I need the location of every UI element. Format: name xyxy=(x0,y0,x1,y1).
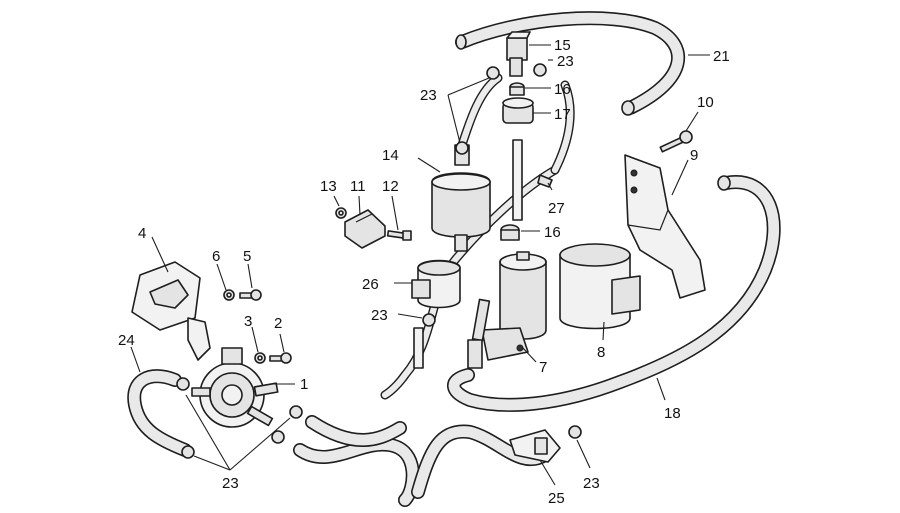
part-3-washer xyxy=(254,352,266,364)
callout-27: 27 xyxy=(548,200,565,217)
callout-26: 26 xyxy=(362,276,379,293)
part-17-rubber-cap xyxy=(502,97,534,124)
callout-23-bottom-right: 23 xyxy=(583,475,600,492)
callout-9: 9 xyxy=(690,147,698,164)
callout-3: 3 xyxy=(244,313,252,330)
callout-11: 11 xyxy=(350,178,366,195)
part-8-rubber-holder xyxy=(559,243,641,330)
part-7-fuel-pump xyxy=(467,251,547,369)
callout-10: 10 xyxy=(697,94,714,111)
part-25-y-connector xyxy=(509,429,561,463)
part-14-fuel-filter xyxy=(431,144,491,252)
part-6-washer xyxy=(223,289,235,301)
part-10-bolt xyxy=(659,130,693,153)
part-15-t-connector xyxy=(506,31,531,77)
part-9-mounting-bracket xyxy=(624,154,706,299)
callout-16-upper: 16 xyxy=(554,81,571,98)
part-25-lower-hose xyxy=(293,415,552,507)
callout-15-main: 15 xyxy=(554,37,571,54)
hose-clamp-23 xyxy=(176,63,582,459)
part-2-bolt xyxy=(269,352,292,364)
callout-2: 2 xyxy=(274,315,282,332)
part-5-bolt xyxy=(239,289,262,301)
callout-14: 14 xyxy=(382,147,399,164)
part-21-return-hose xyxy=(455,11,686,116)
part-16-upper-grommet xyxy=(509,82,525,96)
part-12-bolt xyxy=(386,230,412,241)
pump-drop-hose xyxy=(413,327,424,369)
part-4-gasket-plate xyxy=(131,261,211,361)
callout-23-top-right: 23 xyxy=(557,53,574,70)
callout-4: 4 xyxy=(138,225,146,242)
filter-inlet-hose xyxy=(457,73,503,150)
callout-23-bottom-left: 23 xyxy=(222,475,239,492)
part-16-lower-grommet xyxy=(500,224,520,241)
leader-lines xyxy=(130,44,710,486)
callout-25: 25 xyxy=(548,490,565,507)
callout-23-top-left: 23 xyxy=(420,87,437,104)
callout-18: 18 xyxy=(664,405,681,422)
callout-24: 24 xyxy=(118,332,135,349)
part-26-band-clamp xyxy=(411,259,461,309)
callout-16-lower: 16 xyxy=(544,224,561,241)
callout-6: 6 xyxy=(212,248,220,265)
callout-17: 17 xyxy=(554,106,571,123)
part-13-nut xyxy=(335,207,347,219)
callout-13: 13 xyxy=(320,178,337,195)
part-1-vacuum-valve xyxy=(191,347,279,428)
callout-1: 1 xyxy=(300,376,308,393)
callout-12: 12 xyxy=(382,178,399,195)
vertical-hose-17-16 xyxy=(512,139,523,221)
part-18-main-hose xyxy=(447,175,781,412)
callout-5: 5 xyxy=(243,248,251,265)
callout-23-mid: 23 xyxy=(371,307,388,324)
callout-21: 21 xyxy=(713,48,730,65)
part-24-left-hose xyxy=(127,369,192,457)
callout-7: 7 xyxy=(539,359,547,376)
part-11-filter-bracket xyxy=(344,209,386,249)
callout-group: 1 2 3 4 5 6 7 8 9 10 11 12 13 14 15 16 1… xyxy=(118,37,730,507)
callout-8: 8 xyxy=(597,344,605,361)
